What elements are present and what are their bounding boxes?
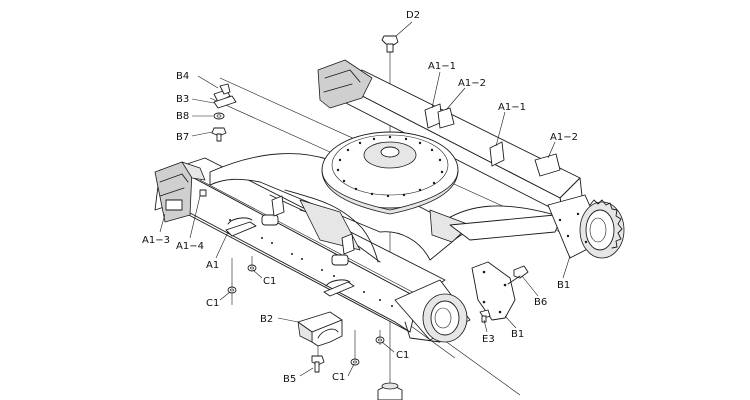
label-c1-bottom: C1 <box>332 372 345 383</box>
callout-labels: D2 B4 B3 B8 B7 A1−1 A1−2 A1−1 A1−2 A1−3 … <box>142 10 578 385</box>
label-b8: B8 <box>176 111 189 122</box>
label-a1-4: A1−4 <box>176 241 204 252</box>
bolt-e3 <box>479 309 491 323</box>
label-b7: B7 <box>176 132 189 143</box>
label-a1-1-right: A1−1 <box>498 102 526 113</box>
shoe-guide-b2 <box>297 311 343 347</box>
nut-c1-c <box>350 358 360 366</box>
label-c1-left-lower: C1 <box>206 298 219 309</box>
bottom-fitting <box>377 382 403 400</box>
label-a1-1-upper: A1−1 <box>428 61 456 72</box>
front-end-bracket <box>154 161 207 223</box>
swing-bearing-mount <box>321 131 459 215</box>
nut-c1-d <box>375 336 385 344</box>
bolt-circle <box>336 135 444 198</box>
bolt-b5 <box>311 355 325 373</box>
rear-rail-brackets <box>317 59 561 177</box>
label-b4: B4 <box>176 71 189 82</box>
label-a1: A1 <box>206 260 219 271</box>
label-a1-2-upper: A1−2 <box>458 78 486 89</box>
label-d2: D2 <box>406 10 420 21</box>
bracket-b4 <box>213 83 231 103</box>
bolt-b7 <box>211 127 227 142</box>
motor-mount <box>394 279 471 343</box>
plate-b3 <box>213 95 237 109</box>
leader-lines <box>159 21 571 377</box>
rail-top-lugs <box>225 195 355 297</box>
washer-b8 <box>213 112 225 120</box>
label-b1-lower: B1 <box>511 329 524 340</box>
label-b5: B5 <box>283 374 296 385</box>
cover-plate <box>471 261 516 321</box>
label-a1-3: A1−3 <box>142 235 170 246</box>
label-c1-left-upper: C1 <box>263 276 276 287</box>
label-a1-2-right: A1−2 <box>550 132 578 143</box>
label-c1-right: C1 <box>396 350 409 361</box>
label-b2: B2 <box>260 314 273 325</box>
label-b6: B6 <box>534 297 547 308</box>
label-b1-right: B1 <box>557 280 570 291</box>
label-b3: B3 <box>176 94 189 105</box>
bolt-b6 <box>507 265 529 285</box>
label-e3: E3 <box>482 334 495 345</box>
sprocket-end <box>547 194 625 259</box>
nut-c1-a <box>227 286 237 294</box>
bolt-d2 <box>381 35 399 53</box>
nut-c1-b <box>247 264 257 272</box>
